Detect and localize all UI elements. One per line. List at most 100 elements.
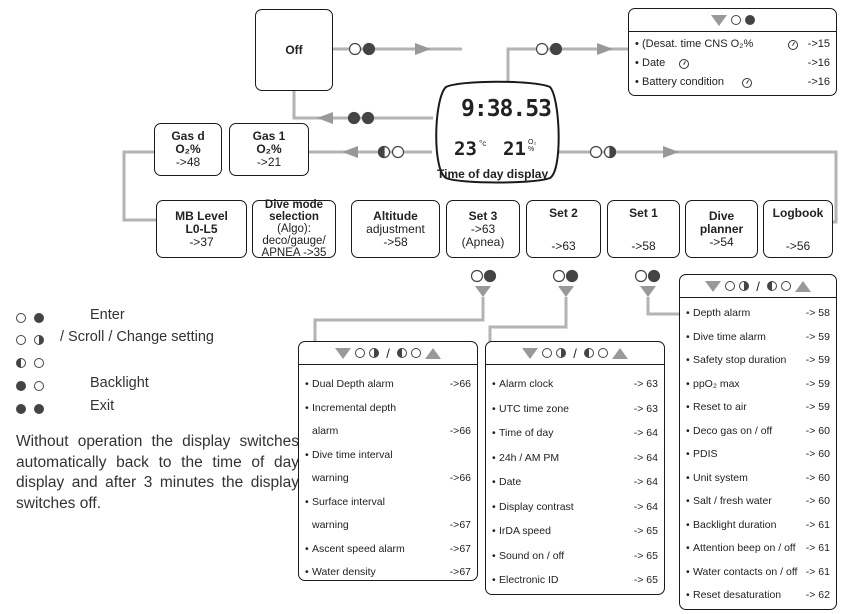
circle-half-icon bbox=[583, 348, 594, 358]
info-item: •Date->16 bbox=[635, 57, 830, 71]
set1-panel-item-page: -> 60 bbox=[805, 448, 830, 460]
set1-panel-item: •ppO₂ max -> 59 bbox=[686, 378, 830, 392]
bullet: • bbox=[686, 307, 690, 319]
gas-1-box: Gas 1 O₂% ->21 bbox=[229, 123, 309, 176]
set3-panel-item: •Dive time interval bbox=[305, 449, 471, 463]
display-o2: 21 bbox=[503, 138, 526, 160]
display-caption: Time of day display bbox=[437, 167, 549, 181]
circle-open-icon bbox=[34, 358, 45, 369]
set3-panel-item-label: Surface interval bbox=[312, 495, 385, 508]
bullet: • bbox=[635, 76, 639, 88]
bullet: • bbox=[686, 354, 690, 366]
set3-panel-item-label: Dive time interval bbox=[312, 448, 393, 461]
set-2-panel: / •Alarm clock-> 63•UTC time zone-> 63•T… bbox=[485, 341, 665, 595]
set2-panel-item-page: -> 64 bbox=[633, 451, 658, 464]
set2-panel-item-label: 24h / AM PM bbox=[499, 451, 560, 464]
set2-panel-item: •Date-> 64 bbox=[492, 476, 658, 490]
set1-panel-item-label: Reset desaturation bbox=[693, 589, 782, 601]
set3-panel-item-label: Incremental depth bbox=[312, 401, 397, 414]
set2-panel-item-page: -> 63 bbox=[633, 378, 658, 390]
set2-panel-item: •Electronic ID-> 65 bbox=[492, 574, 658, 588]
display-o2-unit: O₂ % bbox=[528, 139, 537, 153]
set1-panel-item-label: ppO₂ max bbox=[693, 377, 740, 390]
mb-level-title: MB Level bbox=[175, 208, 228, 223]
bullet: • bbox=[305, 542, 309, 555]
set1-panel-item-page: -> 58 bbox=[805, 307, 830, 319]
set1-panel-item-label: Water contacts on / off bbox=[693, 565, 798, 578]
set3-panel-item: •Incremental depth bbox=[305, 402, 471, 416]
set3-panel-item-label: Dual Depth alarm bbox=[312, 378, 394, 390]
set2-panel-item: •24h / AM PM-> 64 bbox=[492, 452, 658, 466]
set2-panel-item-page: -> 65 bbox=[633, 549, 658, 562]
set2-panel-item-page: -> 65 bbox=[633, 574, 658, 586]
altitude-text: adjustment bbox=[366, 221, 425, 236]
bullet: • bbox=[492, 378, 496, 390]
set-1-box: Set 1 ->58 bbox=[607, 200, 680, 258]
set2-panel-item-label: Time of day bbox=[499, 427, 554, 439]
set1-panel-item: •Salt / fresh water-> 60 bbox=[686, 495, 830, 509]
set1-panel-item: •Reset to air-> 59 bbox=[686, 401, 830, 415]
bullet: • bbox=[492, 549, 496, 562]
clock-icon bbox=[679, 59, 689, 69]
set2-panel-item: •UTC time zone-> 63 bbox=[492, 403, 658, 417]
set1-panel-item-page: -> 61 bbox=[805, 518, 830, 531]
mb-level-range: L0-L5 bbox=[185, 221, 218, 236]
down-arrow-icon bbox=[710, 14, 727, 26]
circle-filled-icon bbox=[16, 381, 26, 392]
circle-open-icon bbox=[16, 335, 26, 346]
circle-open-icon bbox=[16, 313, 26, 324]
gas-1-o2: O₂% bbox=[256, 142, 282, 156]
set3-panel-item-page: ->66 bbox=[449, 378, 471, 390]
set1-panel-item-label: Dive time alarm bbox=[693, 330, 766, 343]
display-temp-unit: °c bbox=[479, 139, 487, 148]
set2-panel-item-page: -> 64 bbox=[633, 500, 658, 513]
dive-mode-title2: selection bbox=[269, 211, 319, 223]
bullet: • bbox=[635, 38, 639, 50]
info-item-page: ->15 bbox=[807, 38, 830, 50]
dive-mode-text: selection (Algo): deco/gauge/ APNEA ->35 bbox=[253, 211, 335, 259]
circle-half-icon bbox=[34, 335, 45, 346]
set1-panel-item: •Dive time alarm-> 59 bbox=[686, 331, 830, 345]
down-arrow-icon bbox=[335, 347, 352, 359]
gas-d-box: Gas d O₂% ->48 bbox=[154, 123, 222, 176]
circle-filled-icon bbox=[16, 404, 26, 415]
set1-panel-item-page: -> 59 bbox=[805, 377, 830, 390]
set1-panel-item-label: Depth alarm bbox=[693, 307, 751, 319]
bullet: • bbox=[686, 377, 690, 390]
set3-panel-item: alarm->66 bbox=[305, 425, 471, 439]
bullet: • bbox=[305, 378, 309, 390]
set2-panel-item-label: Sound on / off bbox=[499, 549, 565, 562]
bullet: • bbox=[686, 330, 690, 343]
info-item-label: Date bbox=[642, 57, 666, 69]
set1-panel-item-page: -> 59 bbox=[805, 354, 830, 366]
circle-open-icon bbox=[725, 281, 736, 291]
set1-panel-item-page: -> 60 bbox=[805, 424, 830, 437]
set-3-note: (Apnea) bbox=[461, 234, 505, 249]
bullet: • bbox=[686, 518, 690, 531]
info-item-page: ->16 bbox=[807, 76, 830, 88]
down-arrow-icon bbox=[522, 347, 539, 359]
bullet: • bbox=[686, 495, 690, 507]
bullet: • bbox=[305, 495, 309, 508]
set1-panel-item: •Attention beep on / off-> 61 bbox=[686, 542, 830, 556]
gas-d-title: Gas d bbox=[171, 129, 205, 143]
dive-planner-box: Dive planner ->54 bbox=[685, 200, 758, 258]
bullet: • bbox=[686, 471, 690, 484]
bullet: • bbox=[686, 424, 690, 437]
set-2-box: Set 2 ->63 bbox=[526, 200, 601, 258]
set1-panel-item: •Backlight duration-> 61 bbox=[686, 519, 830, 533]
bullet: • bbox=[305, 448, 309, 461]
top-info-panel: •(Desat. time CNS O₂%->15•Date->16•Batte… bbox=[628, 8, 837, 96]
set2-panel-item: •Sound on / off -> 65 bbox=[492, 550, 658, 564]
dive-mode-title: Dive mode bbox=[264, 199, 324, 211]
set2-panel-item: •IrDA speed-> 65 bbox=[492, 525, 658, 539]
circle-half-icon bbox=[369, 348, 380, 358]
set3-panel-item: •Surface interval bbox=[305, 496, 471, 510]
set2-panel-item-page: -> 64 bbox=[633, 476, 658, 488]
set1-panel-item: •Reset desaturation-> 62 bbox=[686, 589, 830, 603]
dive-mode-desc: (Algo): deco/gauge/ APNEA ->35 bbox=[261, 223, 327, 259]
clock-icon bbox=[742, 78, 752, 88]
logbook-box: Logbook ->56 bbox=[763, 200, 833, 258]
set1-panel-item-page: -> 61 bbox=[805, 542, 830, 554]
set1-panel-item-page: -> 61 bbox=[805, 565, 830, 578]
